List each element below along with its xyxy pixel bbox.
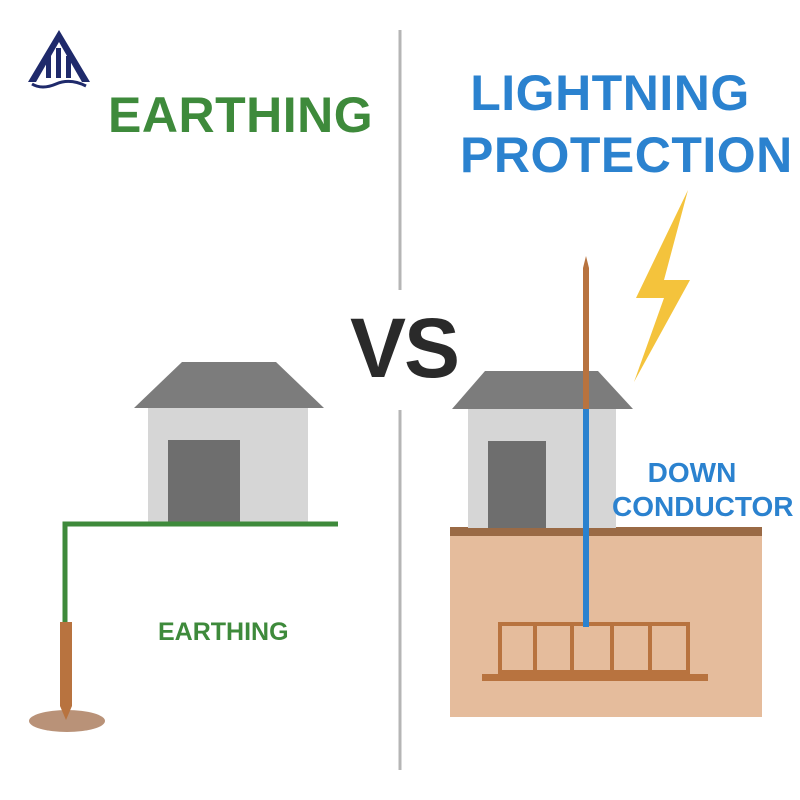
earthing-label: EARTHING (158, 618, 289, 646)
protected-house-roof (452, 371, 633, 409)
earthing-house-roof (134, 362, 324, 408)
lightning-heading-line1: LIGHTNING (470, 65, 750, 121)
earthing-ground-pad (29, 710, 105, 732)
earthing-house (134, 362, 324, 523)
air-terminal (583, 256, 589, 409)
earthing-heading: EARTHING (108, 87, 374, 143)
soil-top-line (450, 527, 762, 536)
lightning-rod (583, 256, 589, 627)
lightning-heading-line2: PROTECTION (460, 127, 793, 183)
down-conductor-label-line2: CONDUCTOR (612, 491, 794, 522)
building-logo-icon (28, 30, 90, 89)
down-conductor-label: DOWN CONDUCTOR (612, 456, 794, 524)
earthing-wire (62, 521, 338, 624)
earthing-rod-tip (60, 706, 72, 720)
earth-grid (482, 622, 708, 681)
protected-house-door (488, 441, 546, 528)
down-conductor-wire (583, 409, 589, 627)
lightning-bolt-icon (634, 190, 690, 382)
down-conductor-label-line1: DOWN (647, 457, 737, 488)
vs-text: VS (350, 301, 460, 395)
lightning-protection-heading: LIGHTNING PROTECTION (460, 62, 793, 186)
earthing-rod (60, 622, 72, 706)
earthing-house-door (168, 440, 240, 523)
protected-house (452, 371, 633, 528)
